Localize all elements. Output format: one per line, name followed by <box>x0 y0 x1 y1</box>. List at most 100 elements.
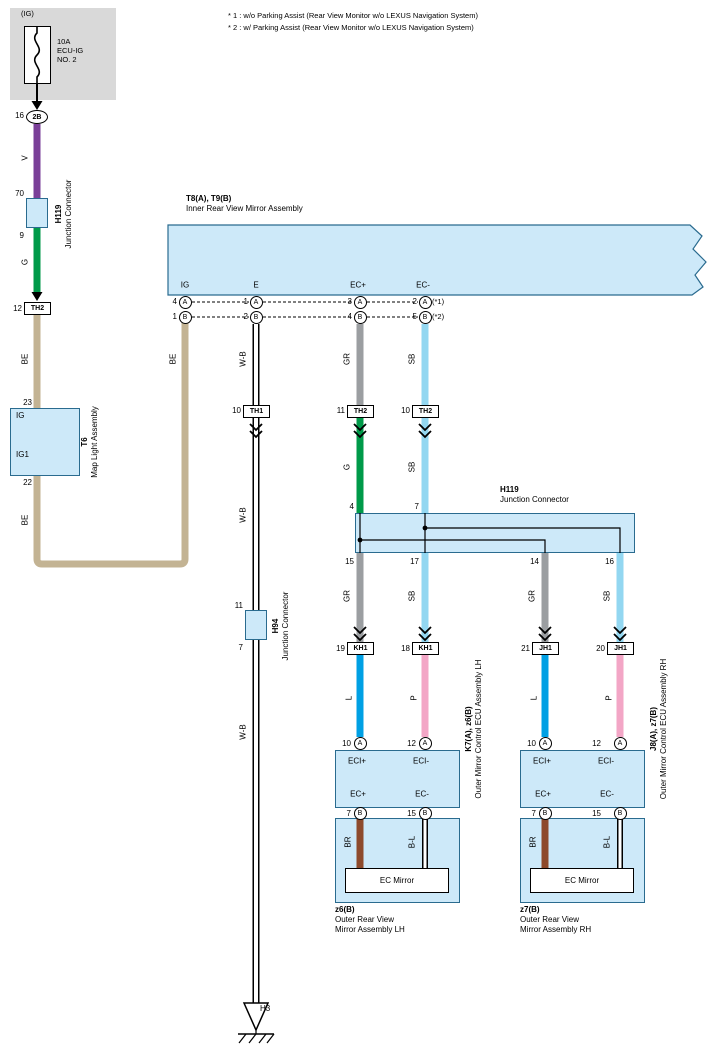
mirror-lh-name-2: Mirror Assembly LH <box>335 925 405 934</box>
wire-label-sb-1: SB <box>407 353 417 365</box>
pin-num-23: 23 <box>23 398 32 407</box>
maplight-code: T6 <box>80 437 89 447</box>
ecu-rh-terminal-ec-m: EC- <box>600 789 614 799</box>
ecu-lh-terminal-ec-m: EC- <box>415 789 429 799</box>
wire-label-g-2: G <box>342 463 352 471</box>
pin-num-17: 17 <box>410 557 419 566</box>
maplight-name: Map Light Assembly <box>90 406 99 478</box>
inner-mirror-name: Inner Rear View Mirror Assembly <box>186 204 303 213</box>
pin-b-ecp: B <box>353 310 367 324</box>
wire-label-be-1: BE <box>20 353 30 365</box>
terminal-ecm: EC- <box>416 280 430 290</box>
fuse-name-2: NO. 2 <box>57 55 77 64</box>
pin-num-b-ecm: 5 <box>412 312 417 321</box>
junction-connector-h119-main-box <box>355 513 635 553</box>
pin-num-15: 15 <box>345 557 354 566</box>
wire-label-v: V <box>20 155 30 161</box>
ecu-rh-pin-7: 7 <box>531 809 536 818</box>
pin-num-th1: 10 <box>232 406 241 415</box>
connector-jh1-a: JH1 <box>532 642 559 655</box>
pin-num-th2-ecp: 11 <box>336 406 345 415</box>
ecu-lh-pin-b-1: B <box>353 806 367 820</box>
ref-2: (*2) <box>432 312 445 321</box>
ecu-lh-pin-b-2: B <box>418 806 432 820</box>
inner-mirror-code: T8(A), T9(B) <box>186 194 232 203</box>
connector-th2-ecp: TH2 <box>347 405 374 418</box>
ecu-lh-pin-a-2: A <box>418 736 432 750</box>
wire-label-br-2: BR <box>528 836 538 848</box>
arrow-down-icon <box>31 101 43 110</box>
jc-h119-main-code: H119 <box>500 485 519 494</box>
ecu-lh-pin-10: 10 <box>342 739 351 748</box>
wire-label-l-2: L <box>529 695 539 701</box>
ecu-lh-name: Outer Mirror Control ECU Assembly LH <box>474 659 483 799</box>
ecu-lh-terminal-eci-p: ECI+ <box>347 756 367 766</box>
wire-label-g-1: G <box>20 258 30 266</box>
wire-label-gr-1: GR <box>342 353 352 365</box>
connector-th1: TH1 <box>243 405 270 418</box>
jc-h119-small-code: H119 <box>54 204 63 224</box>
pin-num-9: 9 <box>19 231 24 240</box>
pass-through-chevron-icons <box>249 423 627 642</box>
pin-num-b-ig: 1 <box>172 312 177 321</box>
inner-mirror-assembly-box <box>167 224 707 296</box>
ecu-lh-code: K7(A), z6(B) <box>464 706 473 752</box>
wire-label-l-1: L <box>344 695 354 701</box>
pin-b-ecm: B <box>418 310 432 324</box>
ecu-rh-terminal-eci-p: ECI+ <box>532 756 552 766</box>
pin-dashed-links <box>192 301 418 318</box>
junction-dot <box>357 537 363 543</box>
pin-num-a-ecp: 3 <box>347 297 352 306</box>
wire-label-p-2: P <box>604 695 614 701</box>
fuse-rating: 10A <box>57 37 71 46</box>
wire-label-bl-1: B-L <box>407 835 417 849</box>
pin-num-th2-ecm: 10 <box>401 406 410 415</box>
ecu-rh-label: J8(A), z7(B) Outer Mirror Control ECU As… <box>649 659 669 799</box>
wire-label-wb-3: W-B <box>238 724 248 740</box>
connector-jh1-b: JH1 <box>607 642 634 655</box>
ground-code: H3 <box>260 1004 271 1013</box>
pin-num-jh1-b: 20 <box>596 644 605 653</box>
ecu-lh-pin-15: 15 <box>407 809 416 818</box>
pin-a-ecp: A <box>353 295 367 309</box>
maplight-terminal-ig1: IG1 <box>16 450 29 459</box>
wire-be-2 <box>33 323 189 568</box>
pin-num-kh1-a: 19 <box>336 644 345 653</box>
mirror-lh-code: z6(B) <box>335 905 355 914</box>
h119-internal-line <box>360 539 546 553</box>
fuse-name-1: ECU-IG <box>57 46 84 55</box>
connector-th2-ecm: TH2 <box>412 405 439 418</box>
connector-th2-left: TH2 <box>24 302 51 315</box>
ground-icon <box>238 1002 275 1044</box>
ecu-rh-pin-10: 10 <box>527 739 536 748</box>
connector-2b: 2B <box>26 110 48 124</box>
ecu-lh-label: K7(A), z6(B) Outer Mirror Control ECU As… <box>464 659 484 798</box>
h119-internal-line <box>425 527 621 553</box>
connector-kh1-a: KH1 <box>347 642 374 655</box>
ecu-rh-pin-12: 12 <box>592 739 601 748</box>
pin-a-ecm: A <box>418 295 432 309</box>
mirror-lh-name-1: Outer Rear View <box>335 915 394 924</box>
fuse-icon <box>33 27 41 83</box>
mirror-ecu-rh-box <box>520 750 645 808</box>
junction-connector-h94-box <box>245 610 267 640</box>
mirror-rh-code: z7(B) <box>520 905 540 914</box>
junction-dot <box>422 525 428 531</box>
pin-num-jh1-a: 21 <box>521 644 530 653</box>
ecu-rh-name: Outer Mirror Control ECU Assembly RH <box>659 658 668 800</box>
ecu-lh-pin-12: 12 <box>407 739 416 748</box>
pin-b-ig: B <box>178 310 192 324</box>
ecu-lh-pin-a-1: A <box>353 736 367 750</box>
mirror-rh-name-2: Mirror Assembly RH <box>520 925 592 934</box>
wire-label-sb-3: SB <box>407 590 417 602</box>
ecu-lh-terminal-eci-m: ECI- <box>413 756 429 766</box>
pin-num-14: 14 <box>530 557 539 566</box>
maplight-label: T6 Map Light Assembly <box>80 406 100 478</box>
jc-h94-name: Junction Connector <box>281 591 290 661</box>
ecu-lh-terminal-ec-p: EC+ <box>350 789 366 799</box>
wire-label-wb-2: W-B <box>238 507 248 523</box>
connector-kh1-b: KH1 <box>412 642 439 655</box>
jc-h119-main-name: Junction Connector <box>500 495 569 504</box>
wire-label-be-3: BE <box>168 353 178 365</box>
